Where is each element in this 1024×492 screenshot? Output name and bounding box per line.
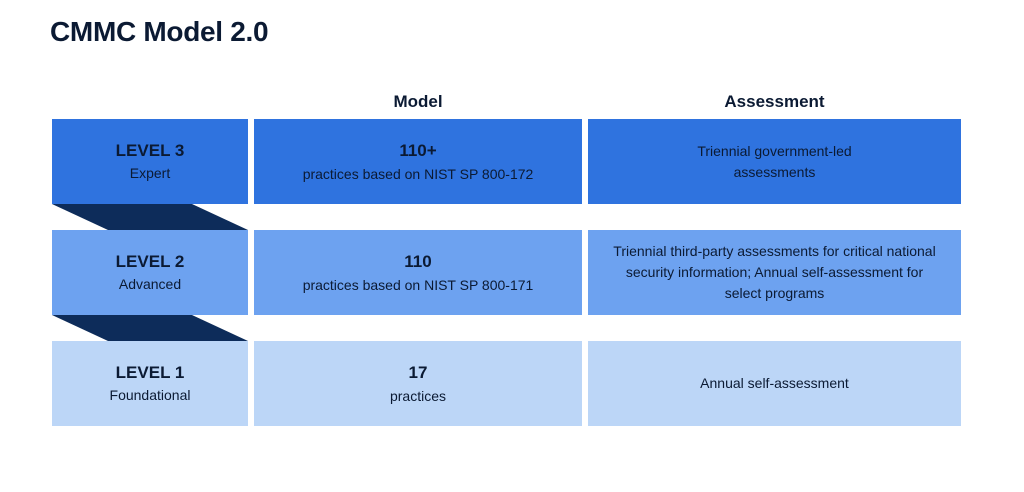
level-connector: [52, 315, 248, 341]
level-name: LEVEL 3: [115, 141, 185, 160]
column-header-model: Model: [393, 92, 443, 111]
assessment-text: Annual self-assessment: [700, 375, 849, 391]
level-2-cell: LEVEL 2 Advanced: [52, 230, 248, 315]
level-3-model-cell: 110+ practices based on NIST SP 800-172: [254, 119, 582, 204]
practice-basis: practices based on NIST SP 800-172: [302, 165, 534, 182]
practice-basis: practices: [389, 387, 447, 404]
level-1-assessment-cell: Annual self-assessment: [588, 341, 961, 426]
level-3-cell: LEVEL 3 Expert: [52, 119, 248, 204]
level-label: Expert: [129, 165, 171, 181]
practice-count: 110+: [399, 140, 437, 160]
practice-count: 110: [404, 251, 432, 271]
level-name: LEVEL 2: [115, 252, 185, 271]
level-2-assessment-cell: Triennial third-party assessments for cr…: [588, 230, 961, 315]
level-label: Advanced: [118, 276, 182, 292]
column-header-assessment: Assessment: [724, 92, 825, 111]
assessment-text: Triennial third-party assessments for cr…: [613, 243, 936, 301]
level-1-cell: LEVEL 1 Foundational: [52, 341, 248, 426]
practice-basis: practices based on NIST SP 800-171: [302, 276, 534, 293]
assessment-text: Triennial government-led assessments: [697, 142, 852, 180]
level-2-model-cell: 110 practices based on NIST SP 800-171: [254, 230, 582, 315]
level-3-assessment-cell: Triennial government-led assessments: [588, 119, 961, 204]
level-connector: [52, 204, 248, 230]
practice-count: 17: [408, 362, 428, 382]
page-title: CMMC Model 2.0: [50, 16, 269, 47]
level-1-model-cell: 17 practices: [254, 341, 582, 426]
level-name: LEVEL 1: [115, 363, 185, 382]
level-label: Foundational: [109, 387, 191, 403]
